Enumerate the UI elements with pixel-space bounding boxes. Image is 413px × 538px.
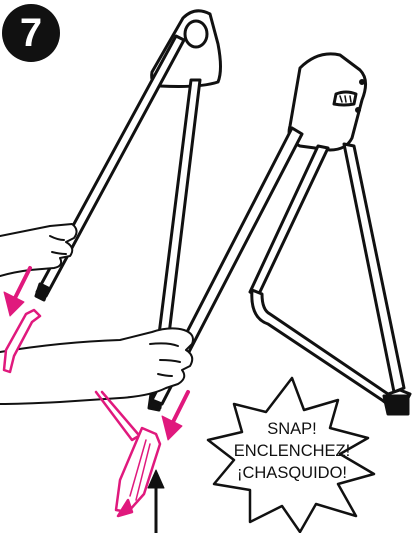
step-number-badge: 7 [2,4,60,62]
callout-line-french: ENCLENCHEZ! [212,440,372,462]
up-arrow-icon [148,470,164,533]
back-frame-leg [250,146,328,296]
down-arrow-icon [4,268,30,316]
callout-line-english: SNAP! [212,418,372,440]
callout-line-spanish: ¡CHASQUIDO! [212,462,372,484]
snap-callout: SNAP! ENCLENCHEZ! ¡CHASQUIDO! [212,418,372,484]
back-frame-rear-leg [344,144,404,392]
upper-hand [0,224,77,276]
front-frame-knob [185,21,207,47]
step-number: 7 [20,13,42,53]
